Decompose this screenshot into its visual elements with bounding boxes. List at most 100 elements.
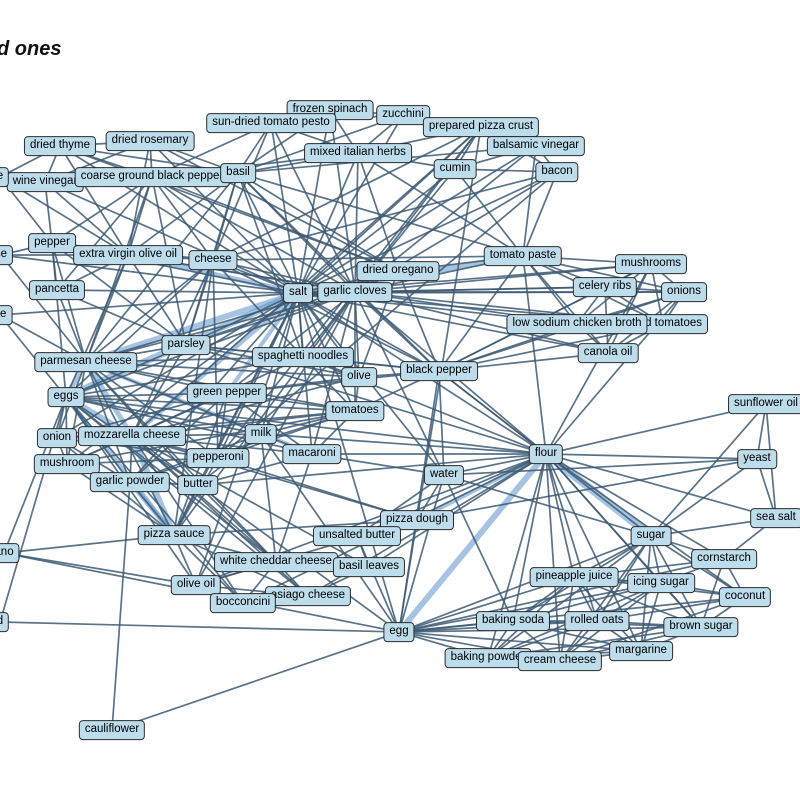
node-brown-sugar[interactable]: brown sugar: [663, 617, 739, 637]
node-cream-cheese[interactable]: cream cheese: [517, 651, 603, 671]
node-baking-soda[interactable]: baking soda: [475, 611, 551, 631]
edge: [650, 403, 767, 537]
edge: [3, 552, 197, 586]
node-olive-oil[interactable]: olive oil: [170, 575, 222, 595]
node-bacon[interactable]: bacon: [535, 162, 579, 182]
node-water[interactable]: water: [423, 465, 465, 485]
node-garlic-powder[interactable]: garlic powder: [89, 472, 171, 492]
node-balsamic-vinegar[interactable]: balsamic vinegar: [486, 136, 586, 156]
node-d[interactable]: d: [0, 612, 10, 632]
node-canola-oil[interactable]: canola oil: [577, 343, 639, 363]
edge: [356, 474, 445, 537]
edge: [151, 176, 356, 293]
node-milk[interactable]: milk: [244, 424, 278, 444]
edge: [237, 172, 440, 372]
node-margarine[interactable]: margarine: [609, 641, 673, 661]
node-extra-virgin-olive-oil[interactable]: extra virgin olive oil: [73, 245, 183, 265]
node-flour[interactable]: flour: [528, 444, 564, 464]
node-sunflower-oil[interactable]: sunflower oil: [728, 394, 800, 414]
node-mozzarella-cheese[interactable]: mozzarella cheese: [78, 426, 186, 446]
edge: [522, 145, 537, 257]
node-pizza-dough[interactable]: pizza dough: [379, 510, 455, 530]
node-bocconcini[interactable]: bocconcini: [209, 593, 277, 613]
node-parsley[interactable]: parsley: [161, 335, 211, 355]
edge: [85, 259, 214, 363]
node-dried-rosemary[interactable]: dried rosemary: [105, 131, 195, 151]
node-tomatoes[interactable]: tomatoes: [325, 401, 385, 421]
node-cheese[interactable]: cheese: [188, 250, 238, 270]
node-sun-dried-tomato-pesto[interactable]: sun-dried tomato pesto: [206, 113, 336, 133]
edge: [185, 344, 547, 455]
edge: [270, 122, 356, 293]
node-rolled-oats[interactable]: rolled oats: [564, 611, 630, 631]
node-salt[interactable]: salt: [283, 283, 313, 303]
edge: [357, 152, 524, 257]
node-dried-thyme[interactable]: dried thyme: [23, 136, 97, 156]
edge: [640, 582, 662, 652]
node-green-pepper[interactable]: green pepper: [186, 383, 268, 403]
node-tomato-paste[interactable]: tomato paste: [483, 246, 563, 266]
node-egg[interactable]: egg: [383, 622, 415, 642]
node-coconut[interactable]: coconut: [718, 587, 772, 607]
node-spaghetti-noodles[interactable]: spaghetti noodles: [251, 347, 355, 367]
node-celery-ribs[interactable]: celery ribs: [572, 277, 638, 297]
edge: [270, 122, 299, 294]
edge: [226, 392, 313, 455]
node-basil[interactable]: basil: [220, 163, 256, 183]
edge: [151, 176, 399, 272]
node-icing-sugar[interactable]: icing sugar: [627, 573, 695, 593]
node-garlic-cloves[interactable]: garlic cloves: [317, 282, 393, 302]
edge: [650, 458, 758, 537]
edge: [85, 172, 239, 363]
node-macaroni[interactable]: macaroni: [282, 444, 342, 464]
node-cauliflower[interactable]: cauliflower: [78, 720, 146, 740]
edge: [129, 410, 356, 483]
node-basil-leaves[interactable]: basil leaves: [332, 557, 406, 577]
node-unsalted-butter[interactable]: unsalted butter: [312, 526, 402, 546]
node-se[interactable]: se: [0, 245, 14, 265]
edge: [65, 259, 214, 398]
node-olive[interactable]: olive: [341, 367, 377, 387]
edge: [127, 254, 187, 346]
node-pancetta[interactable]: pancetta: [28, 280, 86, 300]
node-mixed-italian-herbs[interactable]: mixed italian herbs: [304, 143, 412, 163]
edge: [212, 122, 272, 261]
node-onion[interactable]: onion: [36, 428, 78, 448]
edge: [545, 453, 758, 460]
edge: [559, 535, 652, 662]
node-coarse-ground-black-pepper[interactable]: coarse ground black pepper: [74, 167, 230, 187]
node-sea-salt[interactable]: sea salt: [750, 508, 800, 528]
node-dried-oregano[interactable]: dried oregano: [356, 261, 440, 281]
node-onions[interactable]: onions: [661, 282, 707, 302]
node-sugar[interactable]: sugar: [630, 526, 672, 546]
node-ne[interactable]: ne: [0, 305, 13, 325]
node-baking-powder[interactable]: baking powder: [444, 648, 532, 668]
node-pineapple-juice[interactable]: pineapple juice: [529, 567, 619, 587]
edge: [226, 291, 356, 394]
node-eggs[interactable]: eggs: [47, 387, 85, 407]
node-mushroom[interactable]: mushroom: [33, 454, 101, 474]
node-low-sodium-chicken-broth[interactable]: low sodium chicken broth: [506, 314, 648, 334]
node-zucchini[interactable]: zucchini: [376, 105, 430, 125]
node-asiago-cheese[interactable]: asiago cheese: [264, 586, 352, 606]
edge: [51, 176, 153, 244]
node-parmesan-cheese[interactable]: parmesan cheese: [34, 352, 138, 372]
node-cornstarch[interactable]: cornstarch: [691, 549, 757, 569]
node-butter[interactable]: butter: [177, 475, 219, 495]
node-mushrooms[interactable]: mushrooms: [614, 254, 688, 274]
node-pepperoni[interactable]: pepperoni: [186, 448, 250, 468]
node-white-cheddar-cheese[interactable]: white cheddar cheese: [214, 552, 338, 572]
edge: [56, 289, 87, 363]
edge: [438, 370, 445, 476]
node-cumin[interactable]: cumin: [433, 159, 477, 179]
node-pepper[interactable]: pepper: [28, 233, 76, 253]
node-wine-vinegar[interactable]: wine vinegar: [6, 172, 84, 192]
node-pizza-sauce[interactable]: pizza sauce: [137, 525, 211, 545]
node-prepared-pizza-crust[interactable]: prepared pizza crust: [422, 117, 540, 137]
node-e[interactable]: e: [0, 167, 10, 187]
node-ano[interactable]: ano: [0, 543, 20, 563]
node-black-pepper[interactable]: black pepper: [400, 361, 478, 381]
edge: [398, 535, 652, 633]
edge: [522, 255, 609, 354]
node-yeast[interactable]: yeast: [737, 449, 777, 469]
